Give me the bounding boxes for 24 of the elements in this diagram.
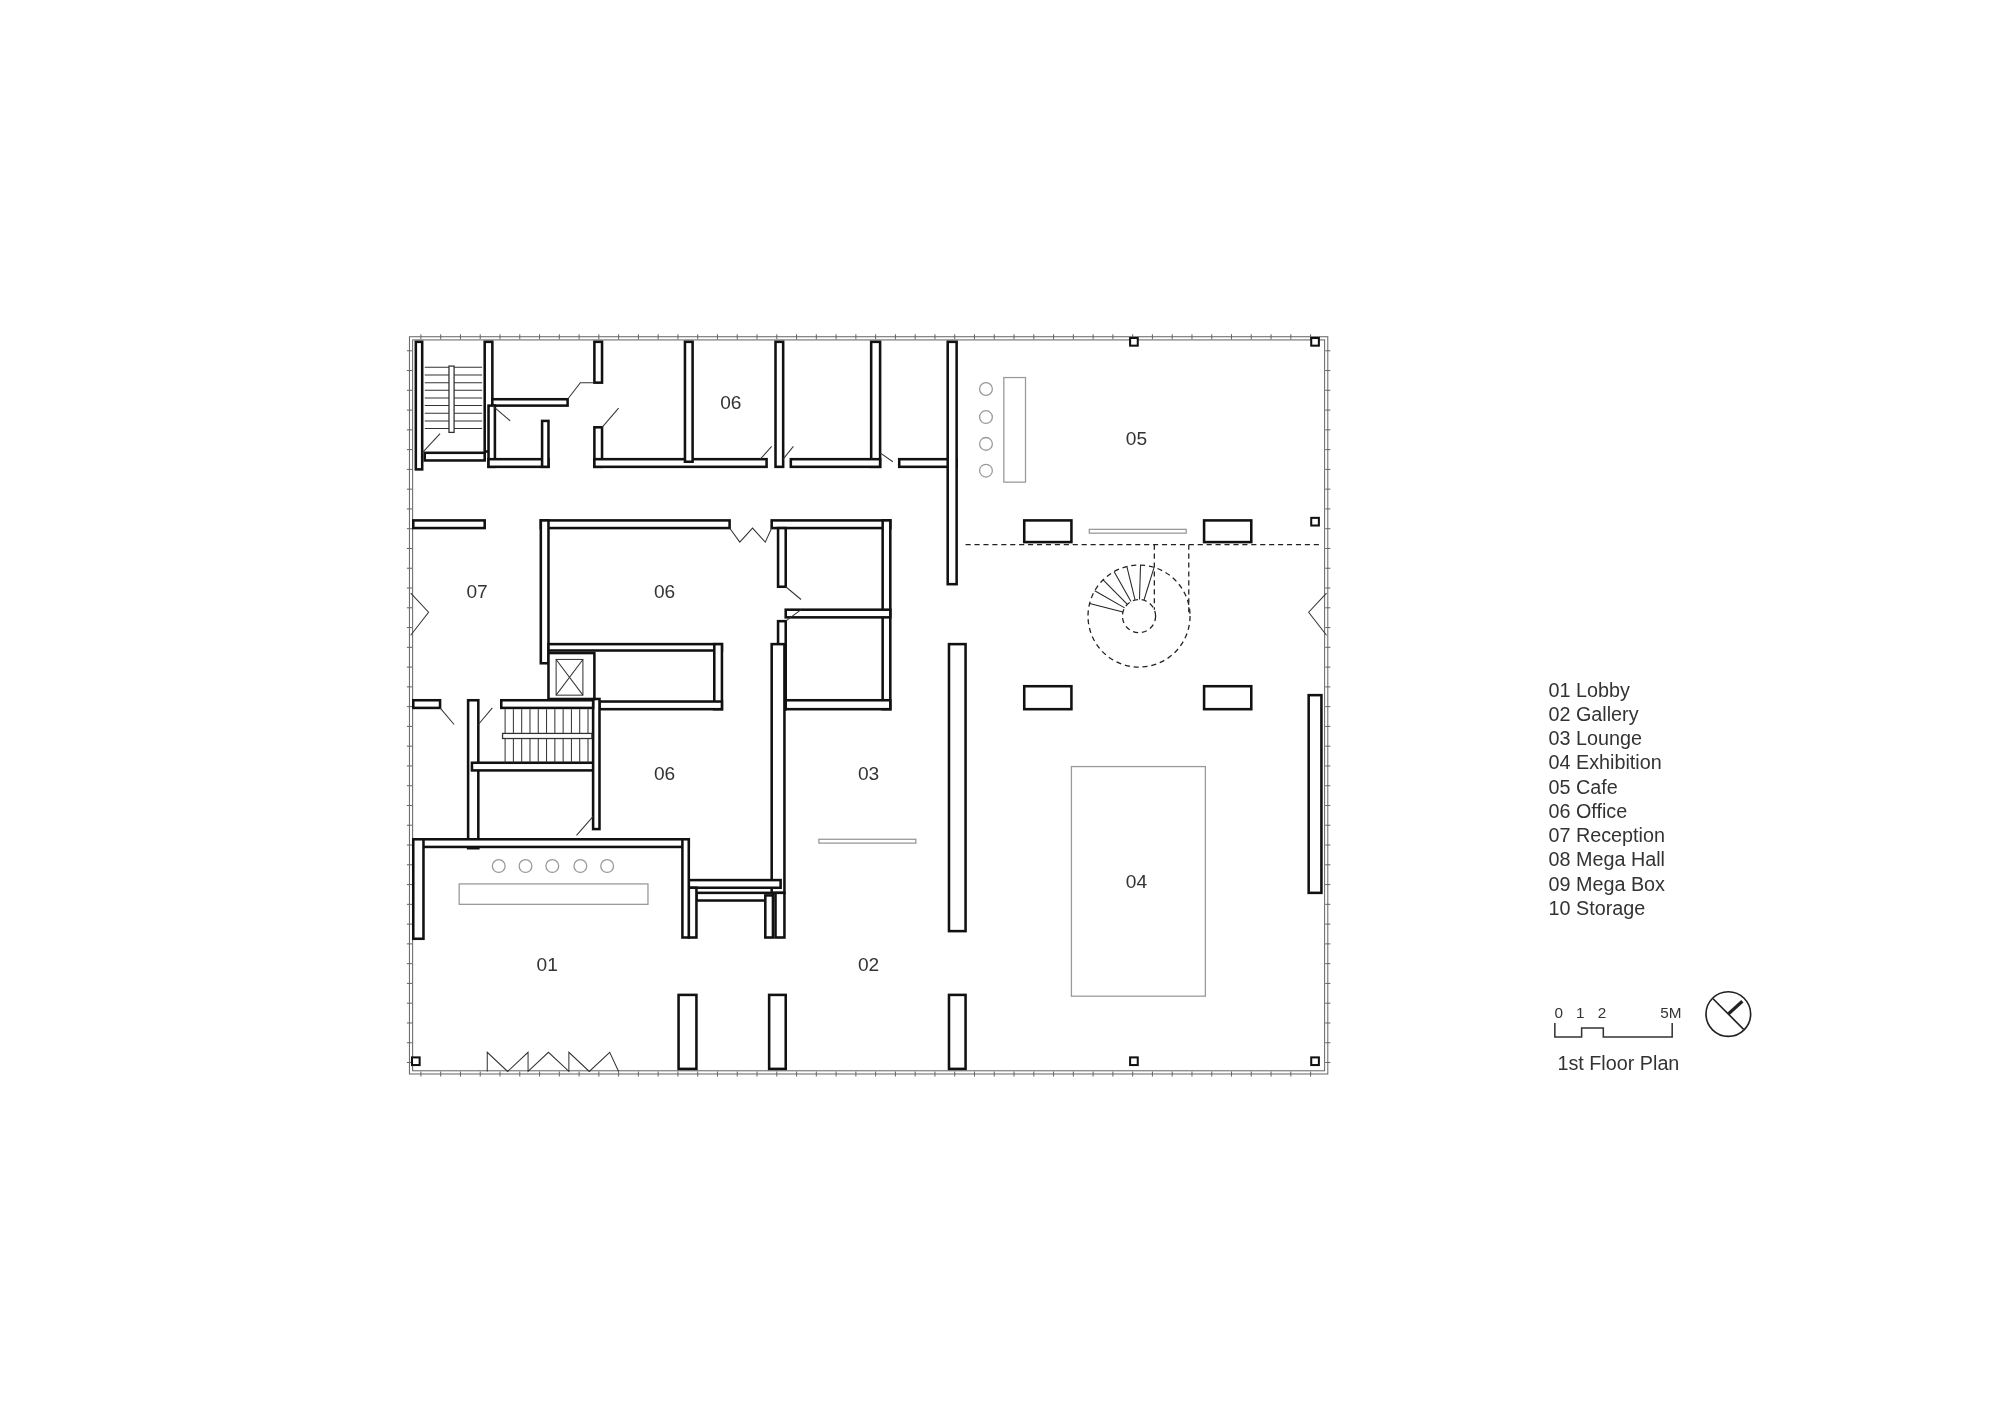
- room-number: 06: [653, 581, 676, 601]
- room-key-text: 01 Lobby: [1548, 680, 1630, 700]
- room-key-text: 06 Office: [1548, 801, 1628, 822]
- room-key-text: 09 Mega Box: [1548, 874, 1665, 894]
- scale-number: 5M: [1660, 1005, 1682, 1021]
- room-key-text: 05 Cafe: [1548, 777, 1618, 797]
- room-number: 03: [858, 763, 880, 783]
- room-key-text: 10 Storage: [1548, 898, 1646, 919]
- scale-number: 2: [1597, 1005, 1607, 1021]
- room-number: 04: [1125, 871, 1148, 891]
- room-number: 06: [653, 763, 676, 783]
- room-key-text: 07 Reception: [1548, 825, 1665, 846]
- room-number: 06: [720, 392, 742, 412]
- scale-number: 1: [1576, 1005, 1585, 1021]
- room-number: 01: [536, 954, 558, 974]
- room-key-text: 04 Exhibition: [1548, 752, 1662, 773]
- room-number: 02: [858, 954, 880, 974]
- scale-number: 0: [1554, 1005, 1563, 1021]
- room-number: 07: [466, 581, 488, 601]
- plan-title: 1st Floor Plan: [1557, 1053, 1680, 1074]
- room-key-text: 03 Lounge: [1548, 728, 1642, 749]
- room-number: 05: [1125, 427, 1148, 448]
- room-key-text: 02 Gallery: [1548, 704, 1639, 725]
- room-key-text: 08 Mega Hall: [1548, 849, 1665, 870]
